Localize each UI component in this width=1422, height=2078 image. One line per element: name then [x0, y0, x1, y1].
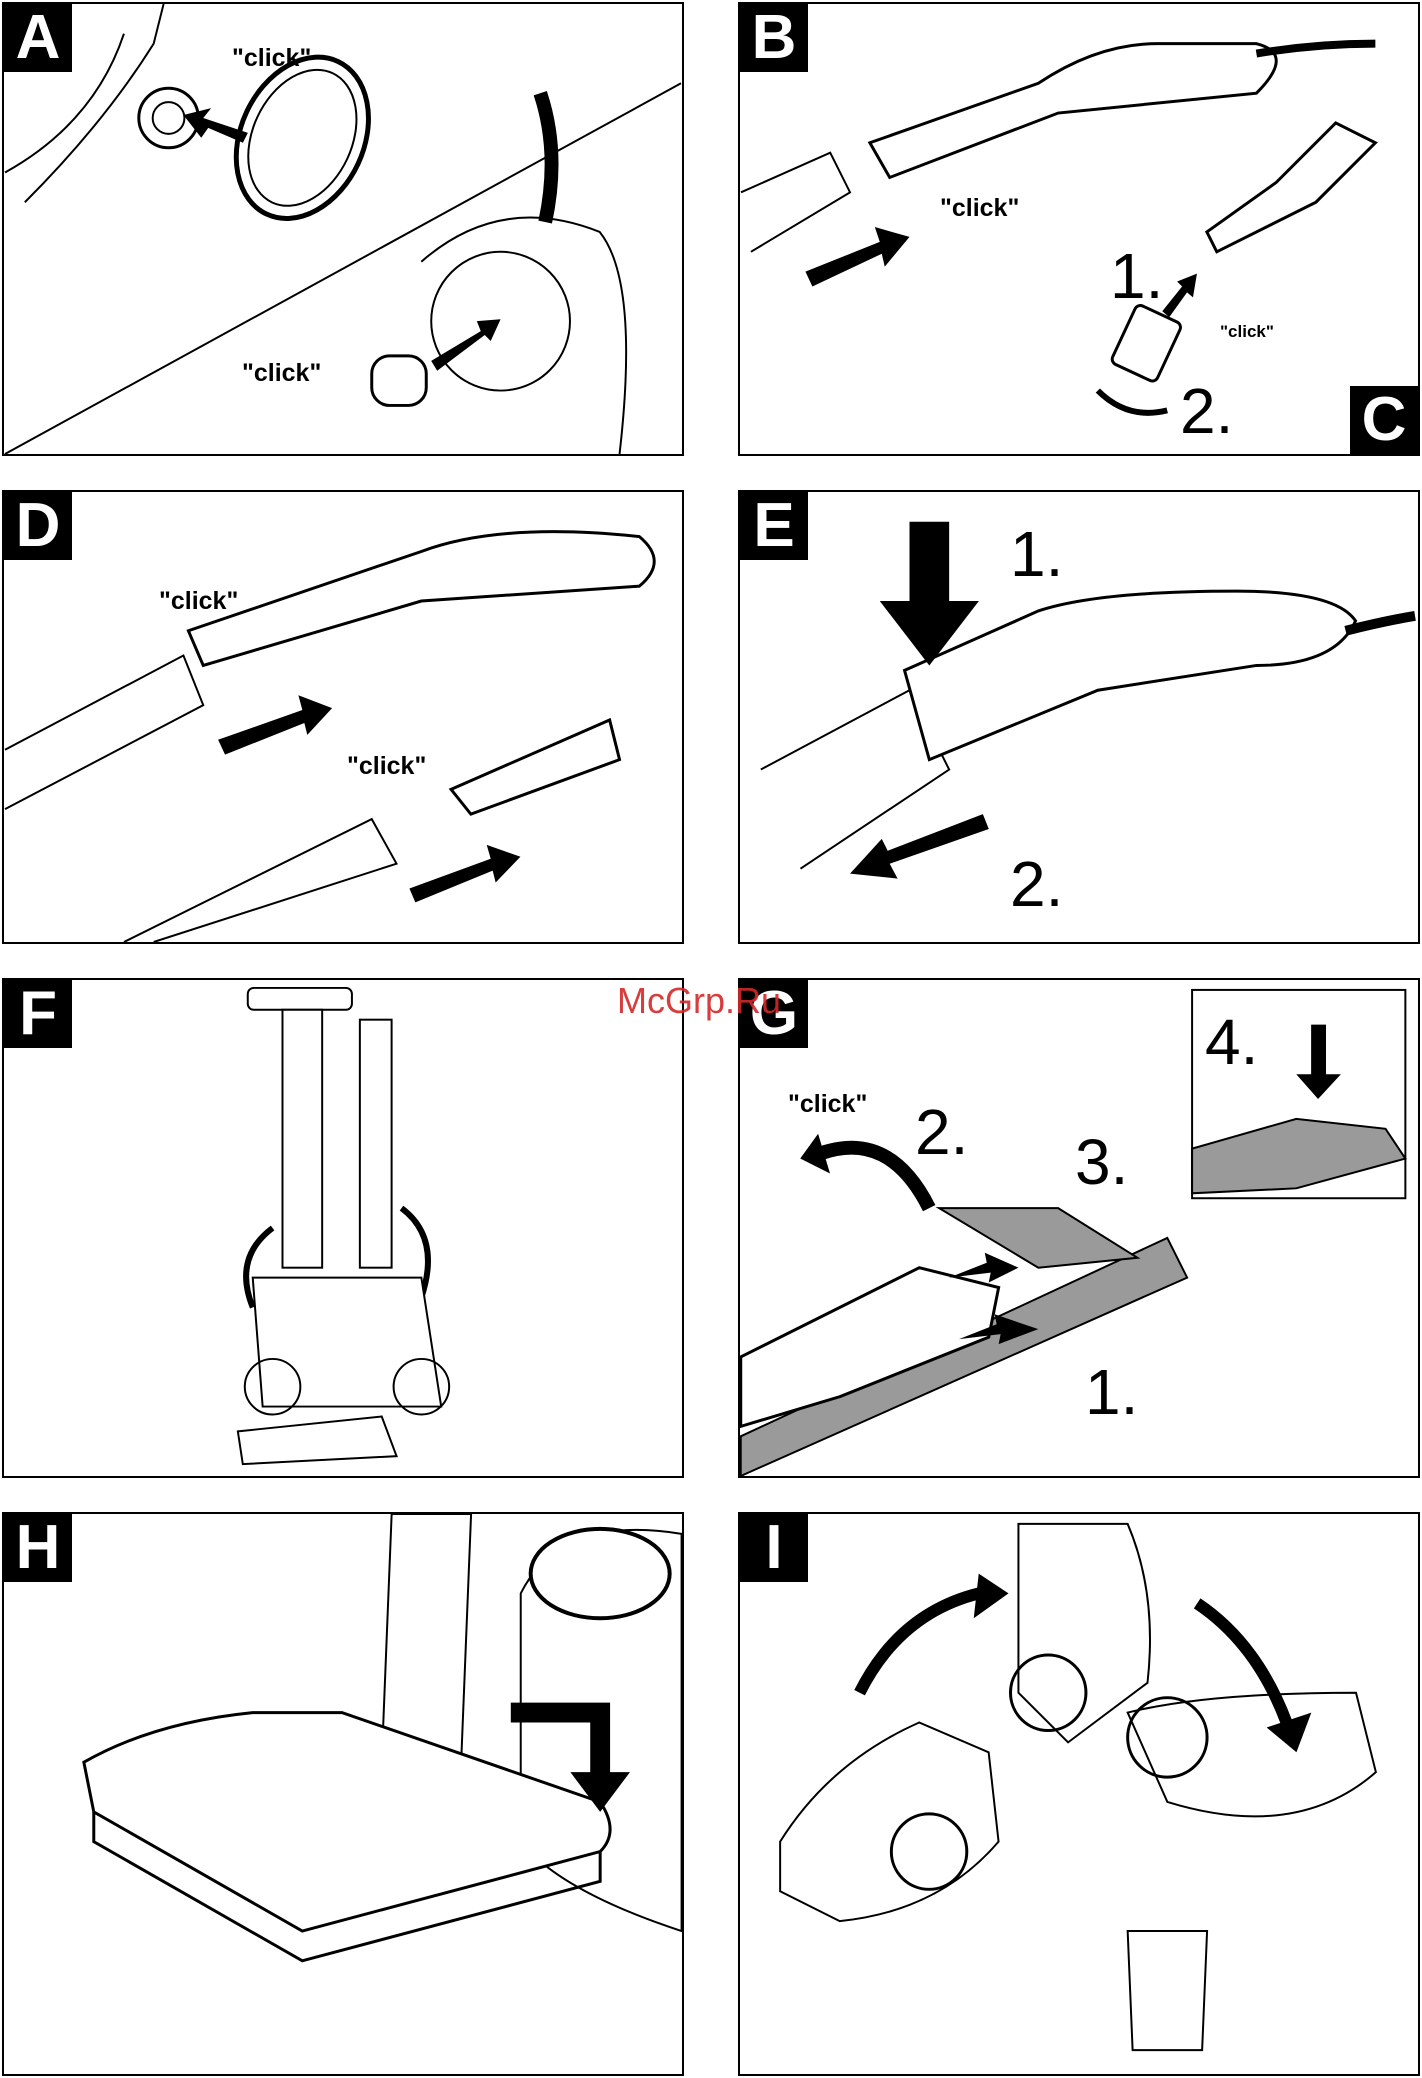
- click-label: "click": [159, 587, 238, 616]
- panel-letter-e: E: [740, 492, 808, 560]
- step-number: 1.: [1085, 1360, 1138, 1424]
- panel-letter-c: C: [1350, 386, 1418, 454]
- step-number: 2.: [915, 1100, 968, 1164]
- illustration-b-c: [740, 4, 1418, 454]
- illustration-i: [740, 1514, 1418, 2074]
- panel-f: F: [2, 978, 684, 1478]
- step-number: 2.: [1180, 379, 1233, 443]
- panel-letter-h: H: [4, 1514, 72, 1582]
- illustration-f: [4, 980, 682, 1476]
- click-label: "click": [242, 359, 321, 388]
- step-number: 1.: [1010, 522, 1063, 586]
- illustration-d: [4, 492, 682, 942]
- panel-a: A "click" "click": [2, 2, 684, 456]
- panel-letter-b: B: [740, 4, 808, 72]
- step-number: 2.: [1010, 852, 1063, 916]
- panel-letter-d: D: [4, 492, 72, 560]
- panel-b-c: B C "click" "click" 1. 2.: [738, 2, 1420, 456]
- panel-i: I: [738, 1512, 1420, 2076]
- illustration-h: [4, 1514, 682, 2074]
- panel-d: D "click" "click": [2, 490, 684, 944]
- step-number: 4.: [1205, 1010, 1258, 1074]
- click-label: "click": [1220, 322, 1274, 342]
- illustration-g: [740, 980, 1418, 1476]
- click-label: "click": [940, 194, 1019, 223]
- step-number: 3.: [1075, 1130, 1128, 1194]
- panel-letter-f: F: [4, 980, 72, 1048]
- watermark: McGrp.Ru: [617, 980, 781, 1022]
- illustration-e: [740, 492, 1418, 942]
- panel-letter-a: A: [4, 4, 72, 72]
- panel-letter-i: I: [740, 1514, 808, 1582]
- panel-h: H: [2, 1512, 684, 2076]
- illustration-a: [4, 4, 682, 454]
- click-label: "click": [347, 752, 426, 781]
- panel-e: E 1. 2.: [738, 490, 1420, 944]
- panel-g: G "click" 4. 2. 3. 1.: [738, 978, 1420, 1478]
- click-label: "click": [232, 44, 311, 73]
- step-number: 1.: [1110, 244, 1163, 308]
- click-label: "click": [788, 1090, 867, 1119]
